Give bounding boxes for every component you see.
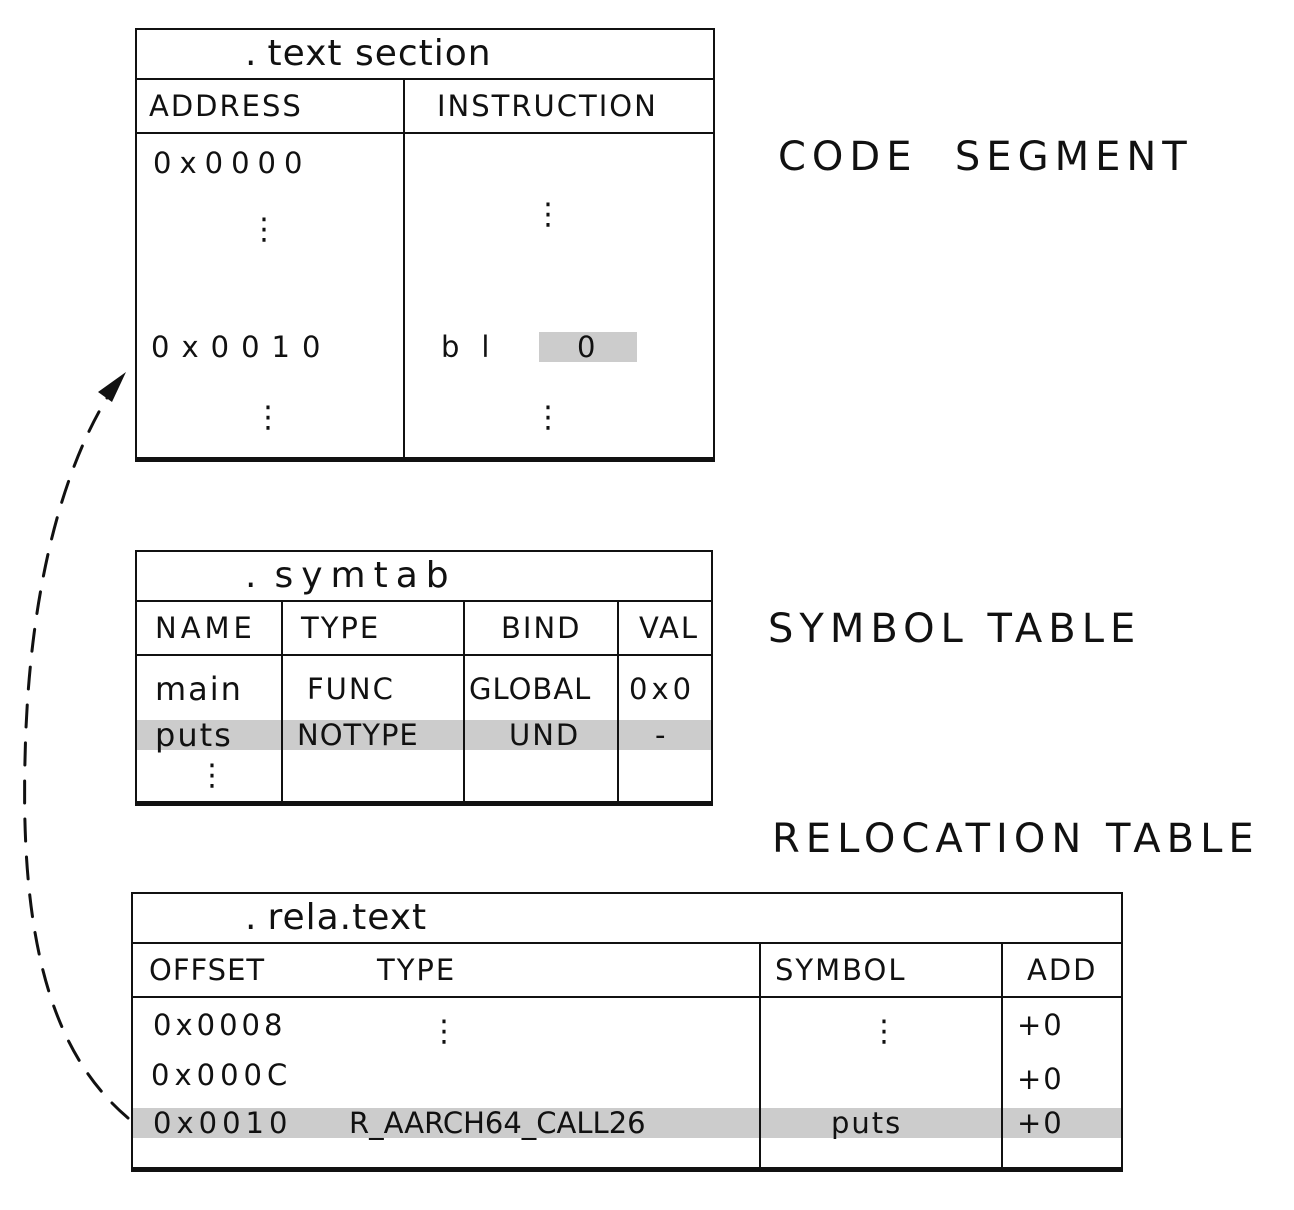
symbol-table-label: SYMBOL TABLE [768,606,1142,652]
add-cell: +0 [1017,1062,1064,1096]
rela-text-title-text: rela.text [267,897,428,938]
symbol-bind-cell: UND [509,718,581,752]
ellipsis-cell: ⋮ [197,758,227,793]
symbol-type-cell: FUNC [307,672,395,706]
code-segment-label: CODE SEGMENT [778,134,1193,180]
highlight-call26-row [133,1108,1121,1138]
arrowhead-icon [98,372,126,402]
ellipsis-cell: ⋮ [429,1014,459,1049]
ellipsis-cell: ⋮ [533,197,563,232]
address-cell: 0x0000 [153,146,311,180]
column-header-name: NAME [155,611,256,645]
symbol-val-cell: - [655,718,668,752]
symtab-title-text: symtab [274,555,457,596]
table-row: ⋮ ⋮ [137,388,713,448]
text-section-header-row: ADDRESS INSTRUCTION [137,80,713,134]
column-divider [281,602,283,801]
symbol-cell: puts [831,1106,903,1140]
table-row: 0x0010 R_AARCH64_CALL26 puts +0 [133,1100,1121,1146]
rela-text-title: .rela.text [133,894,1121,944]
column-header-address: ADDRESS [149,89,303,123]
symbol-name-cell: puts [155,716,233,754]
relocation-type-cell: R_AARCH64_CALL26 [349,1106,646,1140]
column-divider [463,602,465,801]
rela-text-header-row: OFFSET TYPE SYMBOL ADD [133,944,1121,998]
table-row: puts NOTYPE UND - [137,712,711,758]
column-divider [759,944,761,1167]
instruction-op-cell: bl [441,330,512,364]
table-row: 0x0000 [137,138,713,188]
symbol-type-cell: NOTYPE [297,718,419,752]
symtab-table: .symtab NAME TYPE BIND VAL main FUNC GLO… [135,550,713,806]
text-section-title-text: text section [267,33,492,74]
column-header-add: ADD [1027,953,1098,987]
rela-text-table: .rela.text OFFSET TYPE SYMBOL ADD 0x0008… [131,892,1123,1172]
symbol-bind-cell: GLOBAL [469,672,592,706]
ellipsis-cell: ⋮ [249,212,279,247]
column-header-symbol: SYMBOL [775,953,907,987]
table-row: ⋮ ⋮ [137,190,713,270]
column-divider [617,602,619,801]
symtab-header-row: NAME TYPE BIND VAL [137,602,711,656]
text-section-title: .text section [137,30,713,80]
table-row: main FUNC GLOBAL 0x0 [137,664,711,714]
ellipsis-cell: ⋮ [533,400,563,435]
highlight-branch-target [539,332,637,362]
address-cell: 0x0010 [151,330,333,364]
text-section-table: .text section ADDRESS INSTRUCTION 0x0000… [135,28,715,462]
offset-cell: 0x0008 [153,1008,287,1042]
column-divider [1001,944,1003,1167]
add-cell: +0 [1017,1106,1064,1140]
column-header-offset: OFFSET [149,953,266,987]
column-header-val: VAL [639,611,699,645]
symtab-title: .symtab [137,552,711,602]
column-header-type: TYPE [377,953,457,987]
relocation-table-label: RELOCATION TABLE [772,816,1260,862]
symbol-val-cell: 0x0 [629,672,696,706]
offset-cell: 0x0010 [153,1106,293,1140]
highlight-puts-row [137,720,711,750]
instruction-arg-cell: 0 [577,330,598,364]
ellipsis-cell: ⋮ [869,1014,899,1049]
table-row: 0x000C +0 [133,1050,1121,1100]
column-header-instruction: INSTRUCTION [437,89,658,123]
column-divider [403,80,405,457]
symbol-name-cell: main [155,670,243,708]
table-row: ⋮ [137,756,711,796]
column-header-bind: BIND [501,611,582,645]
table-row: 0x0010 bl 0 [137,322,713,372]
offset-cell: 0x000C [151,1058,293,1092]
column-header-type: TYPE [301,611,381,645]
ellipsis-cell: ⋮ [253,400,283,435]
table-row: 0x0008 ⋮ ⋮ +0 [133,1000,1121,1050]
add-cell: +0 [1017,1008,1064,1042]
